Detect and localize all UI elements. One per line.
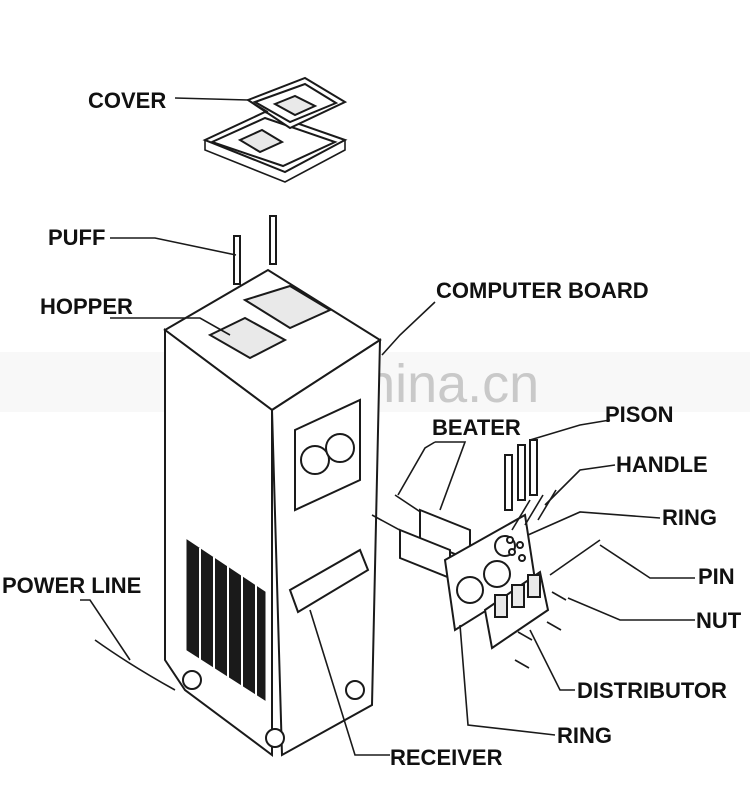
label-distributor: DISTRIBUTOR xyxy=(577,678,727,703)
cover-part xyxy=(202,76,348,183)
distributor-part xyxy=(483,570,550,650)
power-line-cable xyxy=(94,639,176,691)
label-ring-bottom: RING xyxy=(557,723,612,748)
label-nut: NUT xyxy=(696,608,742,633)
label-pin: PIN xyxy=(698,564,735,589)
label-power-line: POWER LINE xyxy=(2,573,141,598)
ring-part-top xyxy=(506,536,526,562)
pin-part xyxy=(549,539,601,576)
handle-part xyxy=(511,489,557,531)
label-hopper: HOPPER xyxy=(40,294,133,319)
label-pison: PISON xyxy=(605,402,673,427)
leader-lines xyxy=(80,97,695,756)
label-cover: COVER xyxy=(88,88,166,113)
machine-body xyxy=(163,268,382,757)
label-computer-board: COMPUTER BOARD xyxy=(436,278,649,303)
puff-part xyxy=(233,215,277,285)
label-ring-top: RING xyxy=(662,505,717,530)
label-beater: BEATER xyxy=(432,415,521,440)
beater-part xyxy=(371,494,471,580)
pison-part xyxy=(504,439,538,511)
label-handle: HANDLE xyxy=(616,452,708,477)
label-receiver: RECEIVER xyxy=(390,745,503,770)
nut-part xyxy=(514,591,567,669)
label-puff: PUFF xyxy=(48,225,105,250)
